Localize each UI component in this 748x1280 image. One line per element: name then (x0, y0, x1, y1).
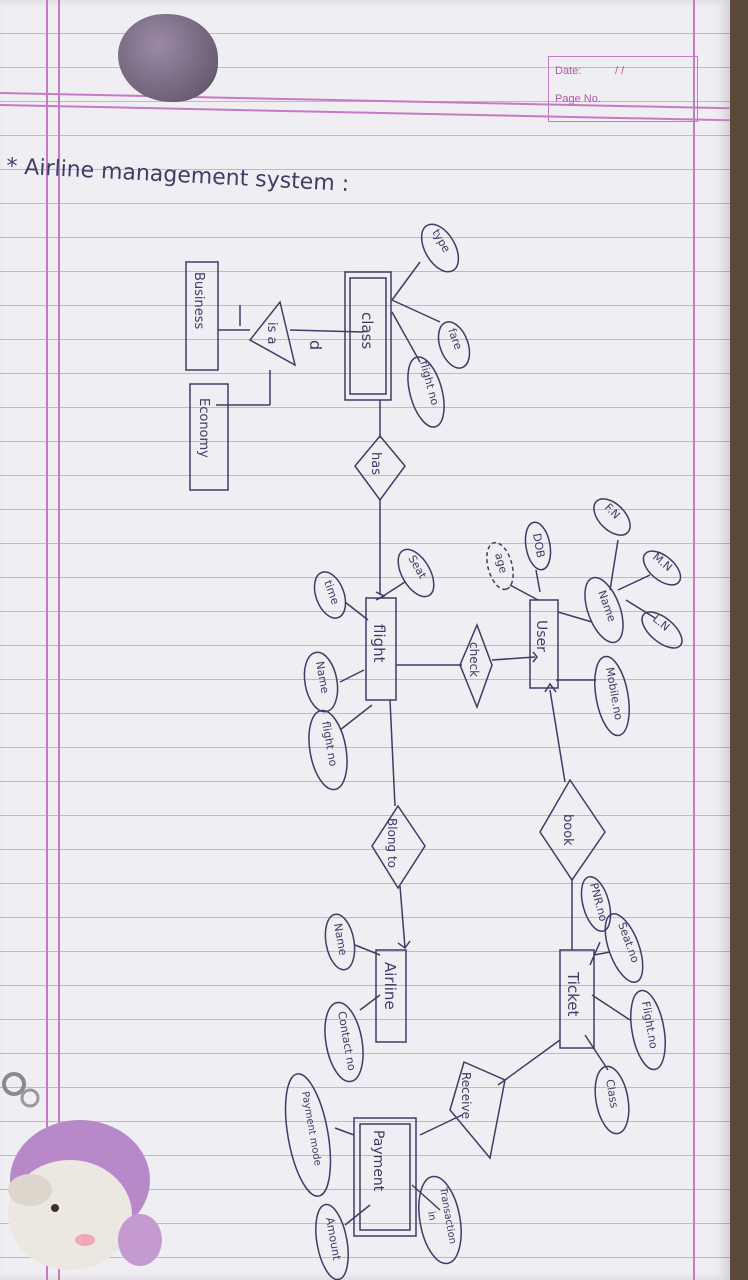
label-flight: flight (370, 624, 388, 663)
label-payment: Payment (370, 1130, 386, 1192)
stone-object (118, 14, 218, 102)
relationship-isa (248, 300, 297, 367)
margin-line-left-2 (58, 0, 60, 1280)
text-class-flight-no: flight no (417, 359, 441, 407)
attr-fn (593, 498, 631, 536)
text-ticket-class: Class (603, 1078, 621, 1109)
label-isa: is a (264, 322, 279, 344)
text-transaction-2: in (425, 1211, 437, 1222)
entity-class-inner (349, 277, 387, 395)
entity-ticket (559, 949, 595, 1049)
label-book: book (560, 814, 575, 846)
attr-age (486, 541, 514, 591)
label-ticket: Ticket (564, 971, 582, 1016)
entity-economy (189, 383, 229, 491)
text-fn: F.N (602, 501, 623, 522)
attr-airline-name (324, 913, 356, 971)
relationship-book (539, 778, 606, 882)
attr-type (420, 223, 460, 273)
text-transaction: Transaction (437, 1186, 458, 1245)
text-pnr: PNR.no (587, 881, 610, 923)
attr-seat (397, 548, 435, 598)
label-has: has (368, 452, 383, 475)
relationship-has (354, 434, 406, 502)
attr-time (313, 571, 347, 619)
date-page-box: Date: / / Page No. (548, 56, 698, 122)
text-flight-no: flight no (319, 720, 340, 767)
text-flight-name: Name (313, 660, 331, 694)
label-economy: Economy (196, 398, 211, 458)
label-belong-to: Blong to (385, 818, 399, 868)
label-user: User (533, 620, 549, 652)
attr-transaction (418, 1175, 462, 1265)
attr-mobile (594, 655, 630, 737)
text-mn: M.N (650, 550, 675, 574)
attr-flight-no (308, 709, 348, 791)
attr-user-name (584, 576, 624, 644)
relationship-check (459, 622, 493, 710)
attr-seat-no (604, 913, 644, 983)
entity-class (344, 271, 392, 401)
entity-airline (375, 949, 407, 1043)
attr-class-flight-no (407, 356, 445, 428)
label-business: Business (191, 272, 206, 330)
attr-ln (641, 611, 683, 649)
page-no-label: Page No. (555, 93, 601, 105)
text-seat: Seat (405, 553, 429, 582)
label-class: class (358, 312, 376, 349)
attr-ticket-flight-no (630, 989, 666, 1071)
notebook-page: Date: / / Page No. (0, 0, 730, 1280)
text-type: type (429, 227, 453, 255)
attr-ticket-class (594, 1065, 630, 1135)
date-value: / / (615, 65, 625, 77)
margin-line-left (46, 0, 48, 1280)
relationship-receive (449, 1060, 506, 1160)
relationship-belong-to (371, 804, 426, 890)
entity-payment (353, 1117, 417, 1237)
text-age: age (492, 551, 510, 574)
attr-pnr (580, 875, 612, 933)
page-title: * Airline management system : (6, 154, 350, 197)
text-ticket-flight-no: Flight.no (639, 1000, 660, 1050)
attr-payment-mode (284, 1073, 332, 1197)
keychain-toy (2, 1072, 162, 1270)
margin-line-right (693, 0, 695, 1280)
attr-dob (524, 521, 552, 571)
attr-amount (315, 1203, 349, 1280)
label-disjoint: d (306, 340, 325, 350)
entity-flight (365, 597, 397, 701)
entity-user (529, 599, 559, 689)
text-dob: DOB (530, 532, 547, 559)
text-amount: Amount (323, 1216, 343, 1262)
label-airline: Airline (381, 962, 399, 1010)
attr-contact (324, 1001, 364, 1083)
text-airline-name: Name (331, 922, 349, 956)
attr-mn (642, 550, 682, 586)
entity-payment-inner (359, 1123, 411, 1231)
date-label: Date: (555, 65, 582, 77)
text-user-name: Name (595, 589, 618, 624)
attr-fare (437, 321, 471, 369)
entity-business (185, 261, 219, 371)
label-check: check (467, 642, 481, 677)
label-receive: Receive (459, 1072, 473, 1119)
text-contact: Contact no (335, 1010, 358, 1072)
text-ln: L.N (650, 612, 672, 633)
